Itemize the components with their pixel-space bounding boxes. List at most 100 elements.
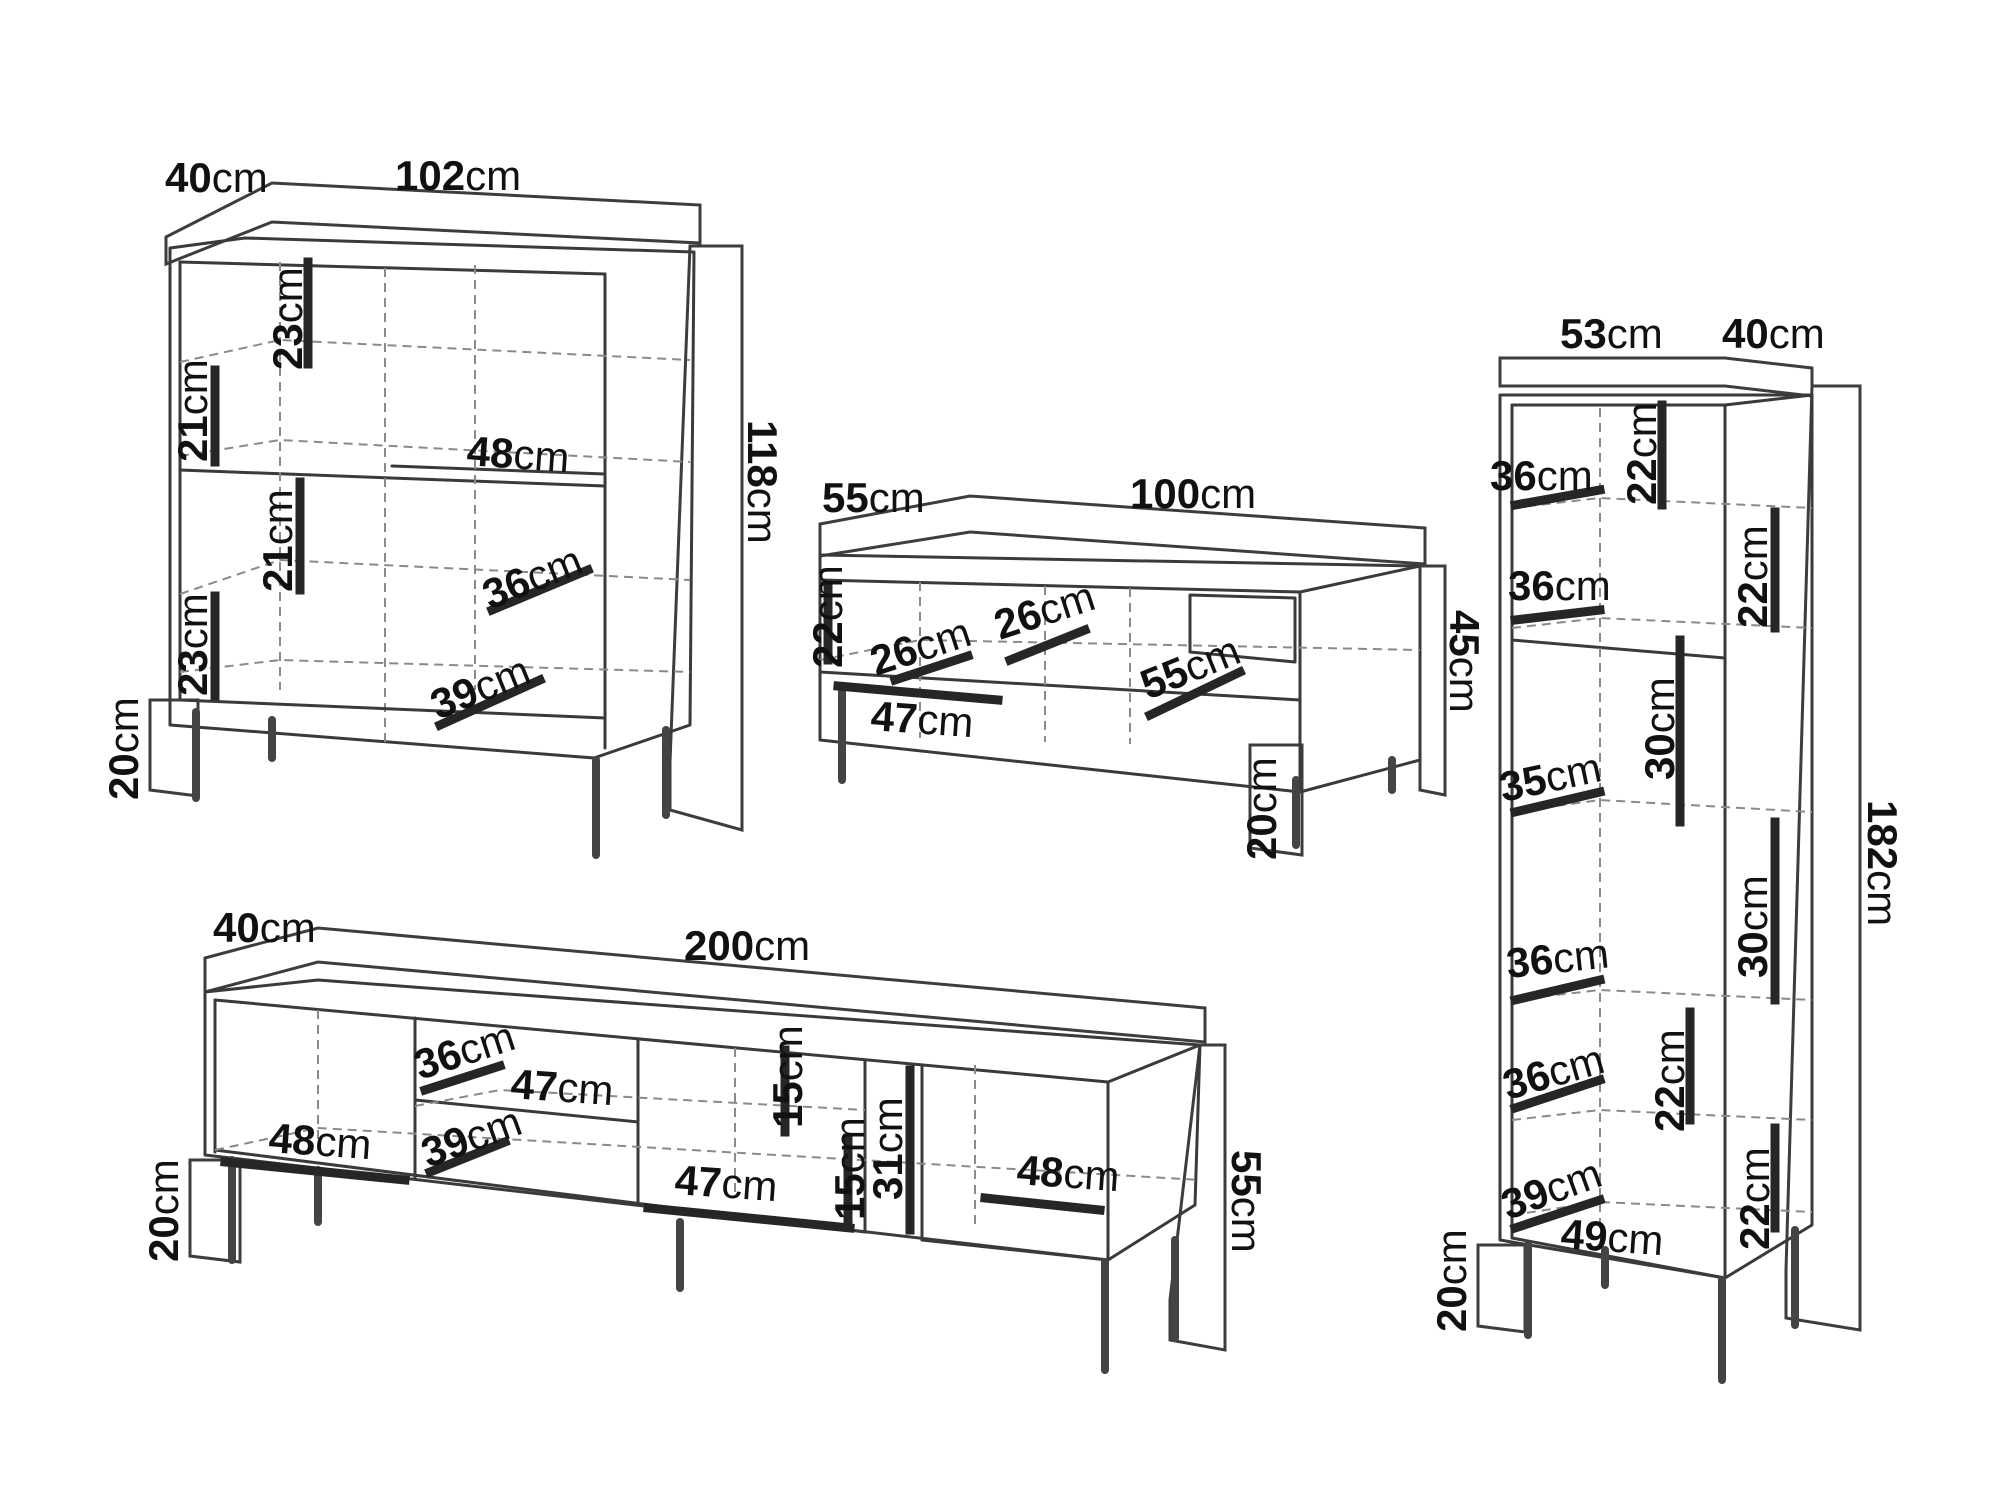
highboard-39-bar bbox=[434, 674, 546, 731]
coffee-table-open-compartment bbox=[1188, 593, 1297, 664]
tall-cabinet-shelf3-height-label: 30cm bbox=[1636, 677, 1683, 780]
tall-cabinet-shelf4-depth-label: 36cm bbox=[1504, 929, 1611, 986]
tall-cabinet-bottom-width-label: 49cm bbox=[1559, 1210, 1665, 1264]
highboard-mid-divider bbox=[178, 468, 607, 488]
coffee-table-55-bar bbox=[1143, 665, 1247, 722]
highboard-shelf-dash-2 bbox=[179, 438, 691, 463]
tall-cabinet-dash-shelf bbox=[1511, 496, 1813, 509]
highboard-height-label: 118cm bbox=[739, 420, 786, 544]
highboard-height-dimension-band bbox=[668, 244, 744, 832]
tall-cabinet-shelf2-depth-label: 36cm bbox=[1508, 562, 1611, 609]
tall-cabinet-shelf5-height-label: 22cm bbox=[1646, 1029, 1693, 1132]
tall-cabinet-35-bar bbox=[1509, 786, 1606, 818]
tall-cabinet-dash-shelf bbox=[1511, 1200, 1813, 1216]
coffee-table-depth-label: 55cm bbox=[822, 474, 925, 521]
highboard-leg-dimension-band bbox=[148, 698, 200, 798]
tall-cabinet-36c-bar bbox=[1509, 974, 1606, 1006]
tall-cabinet-bottom-height-label: 22cm bbox=[1731, 1147, 1778, 1250]
tall-cabinet-shelf4-height-label: 30cm bbox=[1729, 875, 1776, 978]
tall-cabinet-height-dimension-band bbox=[1784, 384, 1862, 1332]
tall-cabinet-bottom-edge bbox=[1510, 1236, 1727, 1280]
highboard-middle-shelf-label: 21cm bbox=[254, 489, 301, 592]
tv-stand-open-height-label: 31cm bbox=[864, 1097, 911, 1200]
tall-cabinet-top-right bbox=[1723, 393, 1814, 407]
coffee-table-top-right bbox=[1298, 564, 1422, 594]
coffee-table-drawing: 55cm 100cm 45cm 20cm 22cm 26cm 26cm 55cm… bbox=[804, 470, 1488, 860]
tall-cabinet-depth-label: 40cm bbox=[1722, 310, 1825, 357]
coffee-table-legs-label: 20cm bbox=[1238, 757, 1285, 860]
highboard-shelf-48-line bbox=[390, 464, 607, 476]
tall-cabinet-36b-bar bbox=[1510, 605, 1605, 625]
tall-cabinet-height-label: 182cm bbox=[1859, 800, 1906, 926]
coffee-table-leg-dimension-band bbox=[1248, 743, 1304, 857]
coffee-table-dash-shelf bbox=[819, 638, 1421, 661]
highboard-upper-shelf-label: 21cm bbox=[169, 359, 216, 462]
tv-stand-39-bar bbox=[424, 1136, 511, 1178]
tall-cabinet-36-bar bbox=[1509, 484, 1606, 511]
tv-stand-height-label: 55cm bbox=[1223, 1150, 1270, 1253]
tv-stand-48b-bar bbox=[980, 1193, 1105, 1215]
tall-cabinet-dash-shelf bbox=[1511, 616, 1813, 629]
coffee-table-26b-bar bbox=[1004, 624, 1091, 666]
coffee-table-front-top bbox=[818, 578, 1302, 594]
highboard-shelf-dash-3 bbox=[179, 558, 691, 595]
tv-stand-drawing: 40cm 200cm 55cm 20cm 36cm 47cm 15cm 15cm… bbox=[140, 904, 1270, 1374]
highboard-bottom-edge bbox=[178, 698, 607, 720]
highboard-inner-depth-label: 36cm bbox=[476, 536, 589, 618]
highboard-depth-label: 40cm bbox=[165, 154, 268, 201]
tv-stand-36-bar bbox=[419, 1060, 506, 1096]
tv-stand-top-right bbox=[1106, 1043, 1202, 1084]
highboard-legs-label: 20cm bbox=[100, 697, 147, 800]
tv-stand-dash-shelf bbox=[414, 1088, 866, 1111]
tv-stand-upper-height-label: 15cm bbox=[764, 1025, 811, 1128]
highboard-top-compartment-label: 23cm bbox=[264, 267, 311, 370]
tall-cabinet-shelf2-height-label: 22cm bbox=[1729, 525, 1776, 628]
tall-cabinet-width-label: 53cm bbox=[1560, 310, 1663, 357]
tall-cabinet-dash-shelf bbox=[1511, 988, 1813, 1001]
highboard-36-bar bbox=[486, 564, 594, 616]
coffee-table-inner-width-label: 47cm bbox=[869, 692, 975, 746]
highboard-bottom-depth-label: 39cm bbox=[424, 646, 537, 728]
highboard-half-width-label: 48cm bbox=[465, 427, 571, 481]
tv-stand-front-top bbox=[213, 998, 1110, 1084]
tv-stand-body bbox=[203, 978, 1202, 1262]
highboard-body bbox=[168, 236, 696, 760]
coffee-table-26-bar bbox=[889, 650, 974, 686]
tall-cabinet-mid-shelf bbox=[1510, 638, 1727, 660]
highboard-inner-top bbox=[178, 260, 607, 276]
tv-stand-legs-label: 20cm bbox=[140, 1159, 187, 1262]
tv-stand-bottom-depth-label: 39cm bbox=[415, 1097, 528, 1176]
coffee-table-47-bar bbox=[833, 681, 1003, 705]
tall-cabinet-39-bar bbox=[1509, 1194, 1606, 1234]
tall-cabinet-shelf1-height-label: 22cm bbox=[1618, 402, 1665, 505]
tv-stand-width-label: 200cm bbox=[684, 922, 810, 969]
highboard-shelf-dash-1 bbox=[179, 338, 691, 363]
tv-stand-center-width-label: 47cm bbox=[673, 1156, 779, 1210]
highboard-top-dimension-band bbox=[164, 181, 702, 267]
tall-cabinet-legs-label: 20cm bbox=[1428, 1229, 1475, 1332]
coffee-table-width-label: 100cm bbox=[1130, 470, 1256, 517]
tall-cabinet-drawing: 53cm 40cm 182cm 20cm 36cm 22cm 36cm 22cm… bbox=[1428, 310, 1906, 1384]
tv-stand-48-bar bbox=[220, 1157, 410, 1185]
tall-cabinet-body bbox=[1498, 393, 1814, 1280]
coffee-table-inner-height-label: 22cm bbox=[804, 565, 851, 668]
highboard-drawing: 40cm 102cm 118cm 20cm 23cm 21cm 21cm 23c… bbox=[100, 152, 786, 859]
tv-stand-drawer-width-label: 47cm bbox=[509, 1060, 615, 1114]
highboard-width-label: 102cm bbox=[395, 152, 521, 199]
tv-stand-drawer-shelf bbox=[413, 1098, 640, 1124]
tv-stand-47b-bar bbox=[643, 1203, 855, 1233]
tall-cabinet-shelf3-depth-label: 35cm bbox=[1495, 743, 1605, 810]
coffee-table-height-label: 45cm bbox=[1441, 610, 1488, 713]
tall-cabinet-leg-dimension-band bbox=[1476, 1243, 1527, 1334]
tall-cabinet-dash-shelf bbox=[1511, 1108, 1813, 1121]
tall-cabinet-top-dimension-band bbox=[1498, 356, 1814, 398]
tall-cabinet-36d-bar bbox=[1509, 1074, 1606, 1114]
highboard-shelf-dash-4 bbox=[179, 658, 691, 673]
tv-stand-bottom-edge-right bbox=[920, 1238, 1110, 1262]
tv-stand-left-width-label: 48cm bbox=[267, 1114, 373, 1168]
tv-stand-depth-label: 40cm bbox=[213, 904, 316, 951]
tv-stand-right-width-label: 48cm bbox=[1015, 1146, 1121, 1200]
highboard-bottom-shelf-label: 23cm bbox=[169, 593, 216, 696]
